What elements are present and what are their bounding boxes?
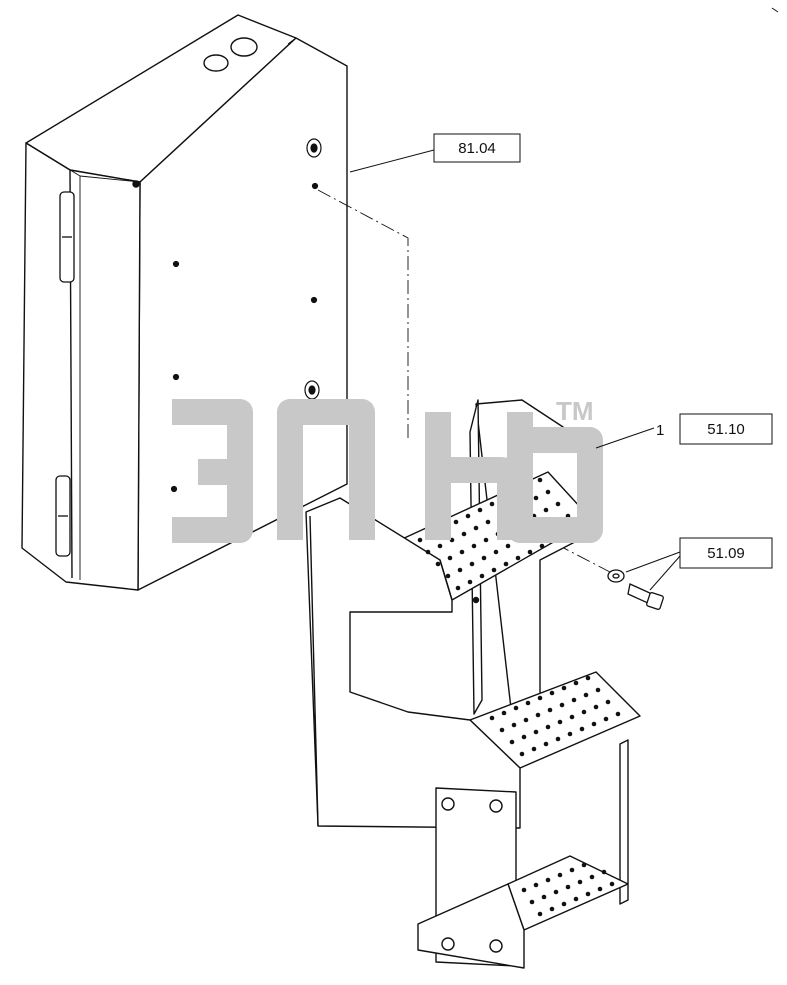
bolt-and-washer [607, 569, 664, 610]
alignment-line [317, 189, 611, 573]
cable-holes [203, 37, 258, 72]
corner-mark [771, 7, 779, 13]
callout-51-10: 51.10 [679, 413, 773, 445]
callout-label-51-09: 51.09 [707, 545, 745, 562]
door-hinges [55, 191, 75, 557]
callout-81-04: 81.04 [433, 133, 521, 163]
mounting-holes [170, 138, 322, 493]
callout-leaders [349, 149, 681, 591]
callout-qty-51-10: 1 [656, 422, 664, 439]
callout-51-09: 51.09 [679, 537, 773, 569]
watermark-logo [172, 399, 603, 543]
watermark-trademark: TM [556, 396, 594, 426]
callout-label-51-10: 51.10 [707, 421, 745, 438]
callout-label-81-04: 81.04 [458, 140, 496, 157]
